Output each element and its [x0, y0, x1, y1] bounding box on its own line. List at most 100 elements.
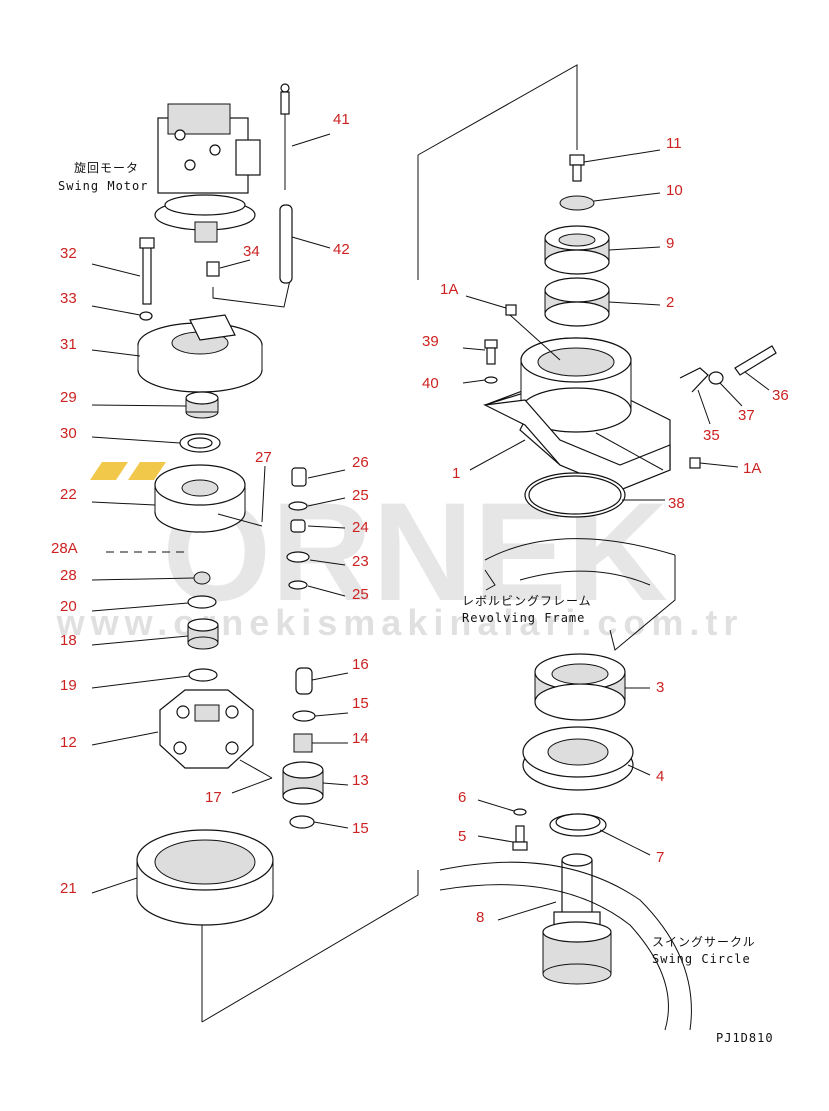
pin-16	[295, 667, 313, 695]
carrier-22	[154, 464, 263, 533]
swing-circle-label-jp: スイングサークル	[652, 935, 756, 949]
carrier-12	[159, 689, 273, 779]
part-number: 23	[352, 553, 369, 570]
bushing-14	[293, 733, 313, 753]
washer-15a	[292, 710, 316, 722]
revolving-frame-label-jp: レボルビングフレーム	[462, 594, 592, 608]
washer-40	[484, 376, 498, 384]
watermark-accent-right	[128, 462, 166, 480]
washer-33	[139, 311, 153, 321]
gauge-pipe	[279, 204, 293, 284]
part-number: 4	[656, 768, 664, 785]
swing-motor-label-en: Swing Motor	[58, 179, 148, 193]
part-number: 19	[60, 677, 77, 694]
ring-20	[187, 595, 217, 609]
housing-1	[482, 337, 671, 491]
washer-25b	[288, 580, 308, 590]
part-number: 27	[255, 449, 272, 466]
leader-lines	[91, 133, 770, 921]
bolt-5	[515, 825, 525, 843]
part-number: 20	[60, 598, 77, 615]
swing-circle-label-en: Swing Circle	[652, 952, 751, 966]
left-part-numbers: 41 42 34 32 33 31 29 30 27 26 22 25 24 2…	[51, 111, 369, 897]
part-number: 32	[60, 245, 77, 262]
part-number: 34	[243, 243, 260, 260]
part-number: 31	[60, 336, 77, 353]
part-number: 3	[656, 679, 664, 696]
part-number: 33	[60, 290, 77, 307]
part-number: 18	[60, 632, 77, 649]
part-number: 15	[352, 695, 369, 712]
part-number: 9	[666, 235, 674, 252]
part-number: 30	[60, 425, 77, 442]
plate-10	[559, 195, 595, 211]
part-number: 25	[352, 586, 369, 603]
fitting-1a-right	[689, 457, 701, 469]
bushing-24	[290, 519, 306, 533]
part-number: 26	[352, 454, 369, 471]
clamp-37	[708, 371, 724, 385]
bearing-2	[544, 277, 610, 327]
ring-gear-21	[136, 829, 274, 926]
right-part-numbers: 11 10 9 2 1A 39 40 36 37 35 1 1A 38 3 4 …	[422, 135, 789, 926]
part-number: 12	[60, 734, 77, 751]
hose-35	[679, 367, 709, 393]
part-number: 36	[772, 387, 789, 404]
revolving-frame-label-en: Revolving Frame	[462, 611, 585, 625]
flange-4	[522, 726, 634, 791]
part-number: 6	[458, 789, 466, 806]
part-number: 16	[352, 656, 369, 673]
assembly-lines	[201, 64, 578, 1023]
pinion-shaft-8	[542, 853, 612, 985]
part-number: 41	[333, 111, 350, 128]
revolving-frame	[484, 538, 676, 651]
housing-31	[137, 314, 263, 393]
part-number: 39	[422, 333, 439, 350]
part-number: 7	[656, 849, 664, 866]
part-number: 11	[666, 135, 682, 152]
part-number: 29	[60, 389, 77, 406]
part-number: 28	[60, 567, 77, 584]
part-number: 25	[352, 487, 369, 504]
swing-motor	[154, 103, 261, 243]
swing-circle	[439, 861, 692, 1031]
part-number: 5	[458, 828, 466, 845]
part-number: 24	[352, 519, 369, 536]
drawing-code: PJ1D810	[716, 1031, 774, 1045]
part-number: 10	[666, 182, 683, 199]
part-number: 2	[666, 294, 674, 311]
part-number: 1A	[743, 460, 761, 477]
part-number: 40	[422, 375, 439, 392]
gear-23	[286, 551, 310, 563]
swing-motor-label-jp: 旋回モータ	[74, 161, 139, 175]
part-number: 1	[452, 465, 460, 482]
part-number: 8	[476, 909, 484, 926]
pin-26	[291, 467, 307, 487]
part-number: 38	[668, 495, 685, 512]
frame-line-top	[417, 64, 578, 156]
bearing-9	[544, 225, 610, 275]
part-number: 42	[333, 241, 350, 258]
bolt-32	[142, 241, 152, 305]
pipe-36	[734, 345, 777, 376]
part-number: 22	[60, 486, 77, 503]
bolt-connector-line	[212, 279, 291, 308]
bearing-3	[534, 653, 626, 721]
frame-line-bottom	[201, 870, 419, 1023]
part-number: 37	[738, 407, 755, 424]
ring-19	[188, 668, 218, 682]
part-number: 1A	[440, 281, 458, 298]
dipstick	[280, 83, 290, 190]
washer-6	[513, 808, 527, 816]
part-number: 21	[60, 880, 77, 897]
watermark-accent-left	[90, 462, 128, 480]
washer-25a	[288, 501, 308, 511]
elbow-34	[206, 261, 220, 277]
part-number: 17	[205, 789, 222, 806]
part-number: 14	[352, 730, 369, 747]
washer-15b	[289, 815, 315, 829]
part-number: 15	[352, 820, 369, 837]
bolt-11	[569, 154, 585, 182]
